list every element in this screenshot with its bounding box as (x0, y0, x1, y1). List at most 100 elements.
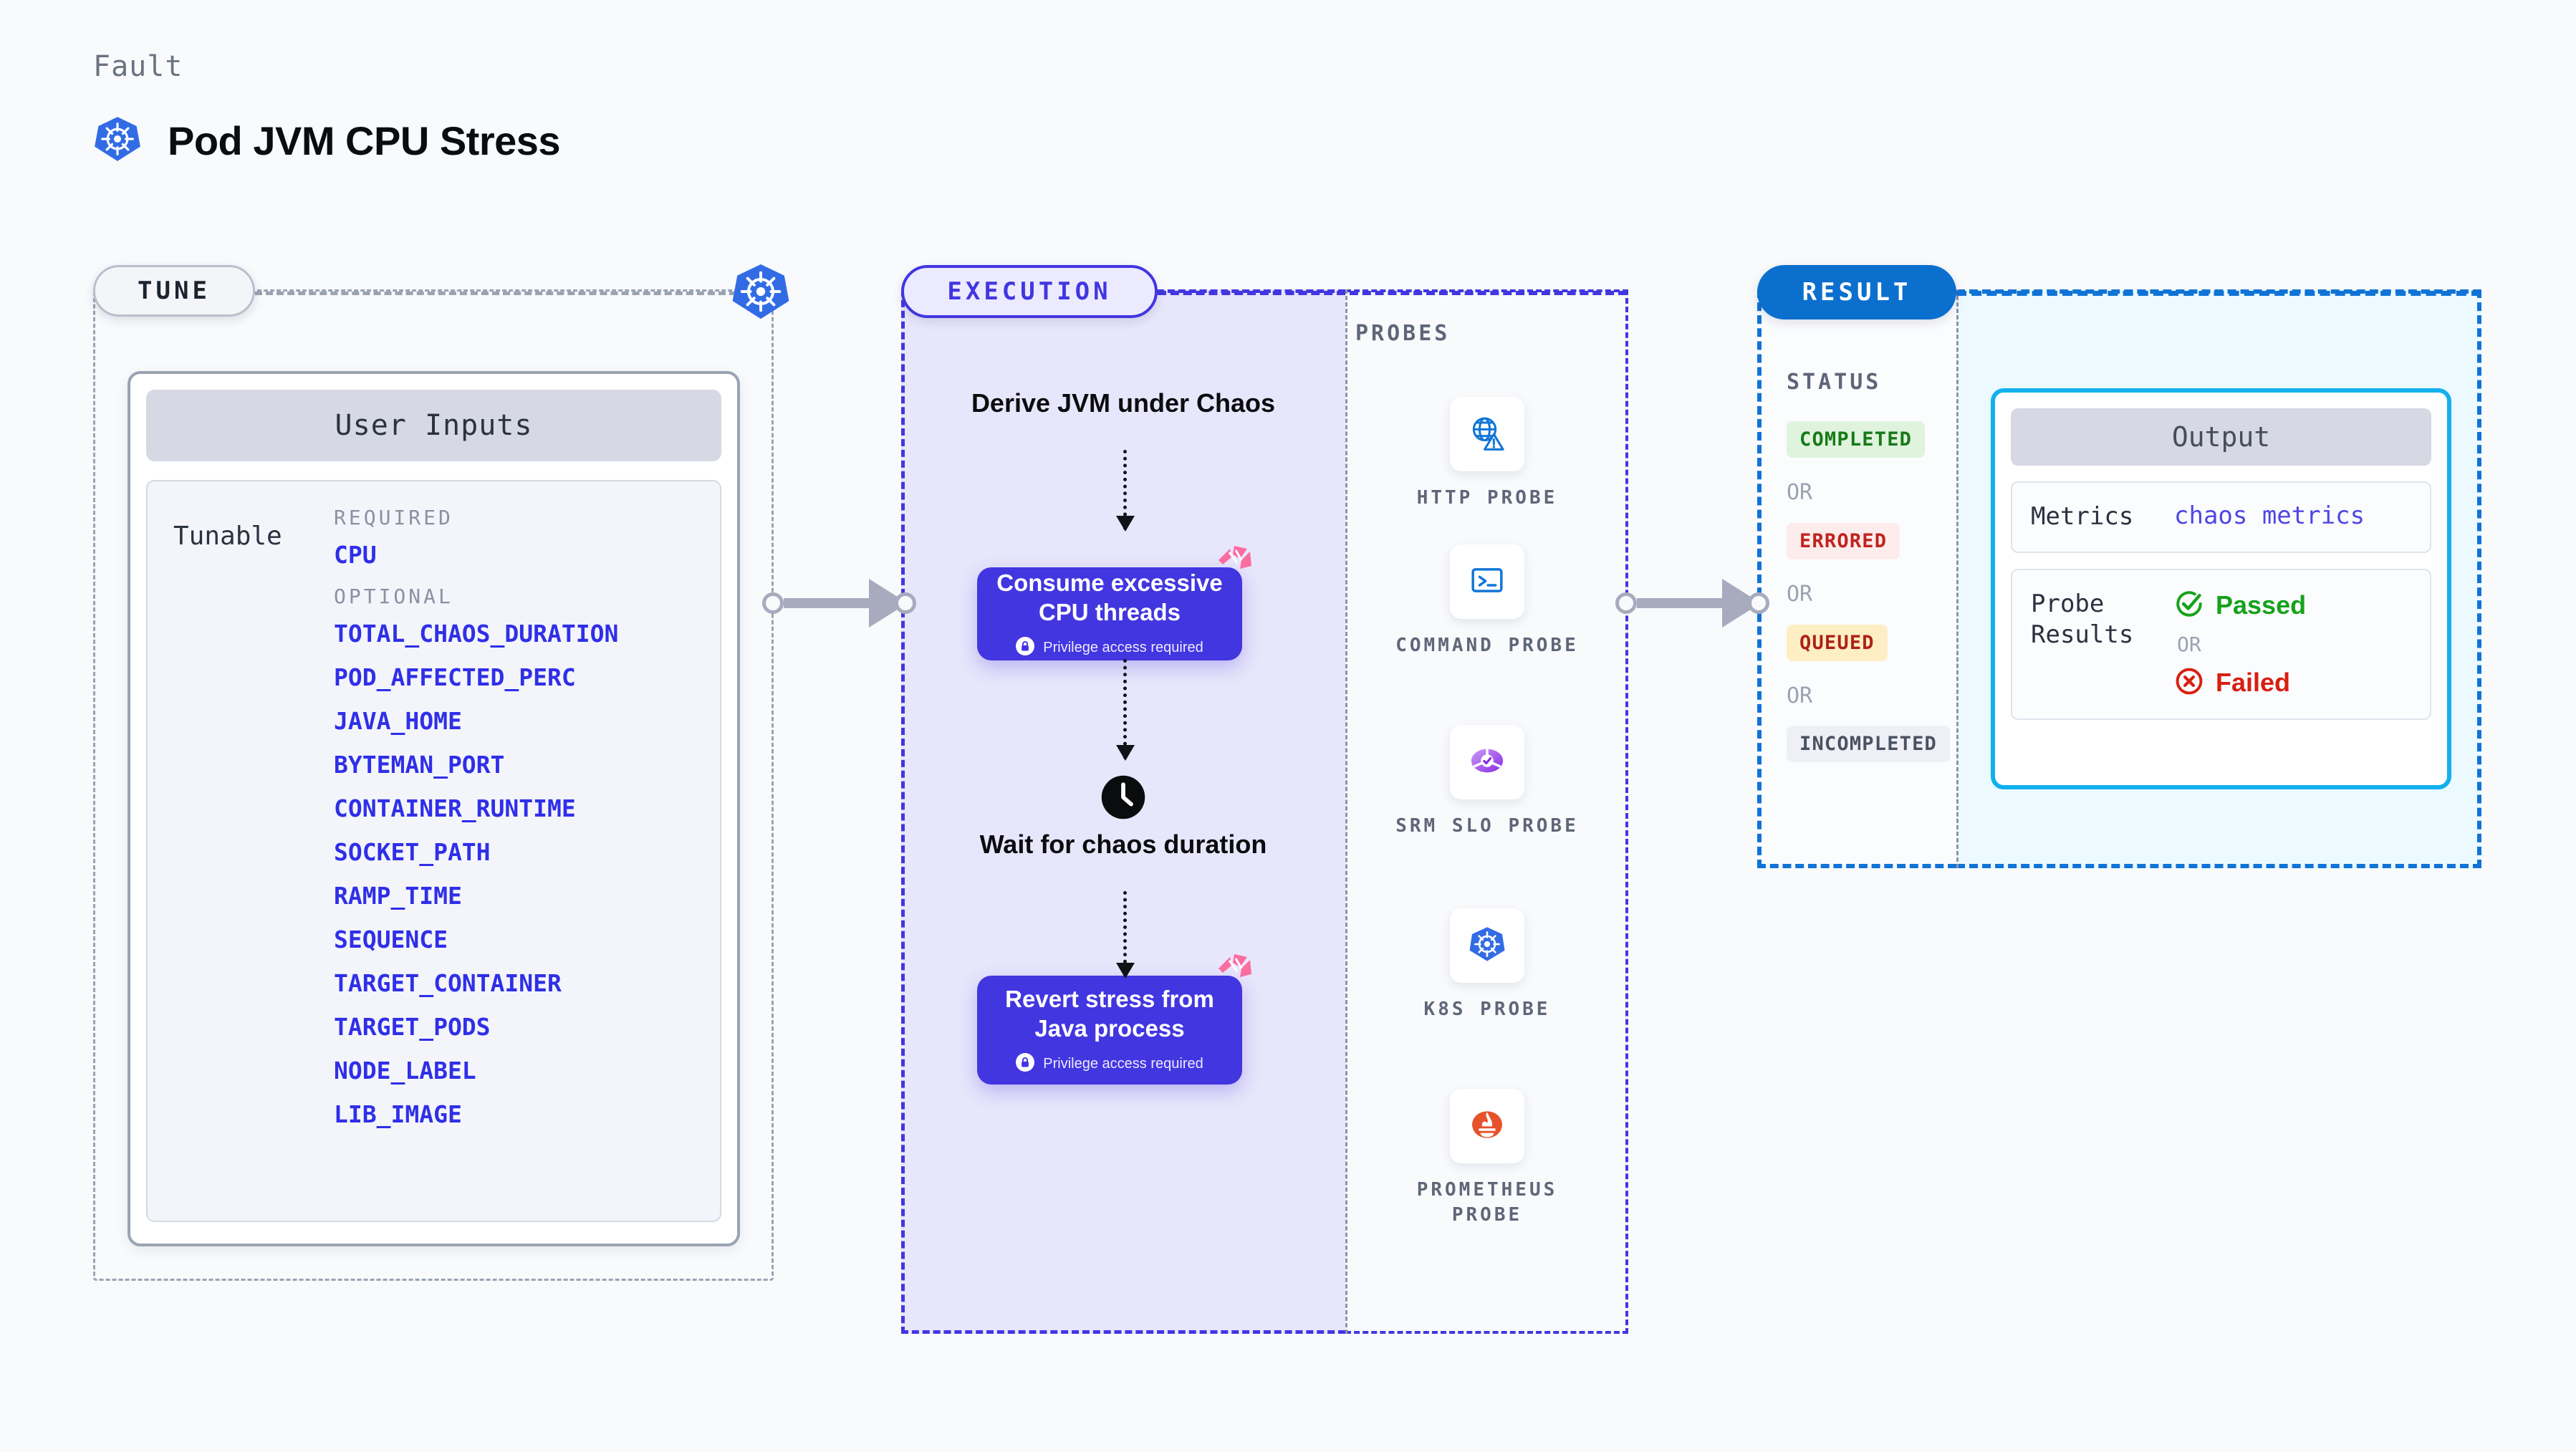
probe-label: K8S PROBE (1423, 999, 1551, 1020)
param-target-container[interactable]: TARGET_CONTAINER (334, 969, 562, 997)
lock-icon (1016, 1052, 1035, 1075)
output-probe-results-value: Passed OR Failed (2174, 589, 2306, 700)
kubernetes-platform-badge-icon (731, 261, 791, 322)
privilege-note: Privilege access required (1016, 1052, 1203, 1075)
param-socket-path[interactable]: SOCKET_PATH (334, 838, 491, 866)
result-leader-line (1956, 291, 2481, 296)
user-inputs-body: Tunable REQUIRED CPU OPTIONAL TOTAL_CHAO… (146, 480, 721, 1222)
execution-step-derive-jvm: Derive JVM under Chaos (971, 388, 1276, 418)
param-byteman-port[interactable]: BYTEMAN_PORT (334, 751, 505, 779)
harness-logo-icon (1216, 953, 1253, 987)
param-container-runtime[interactable]: CONTAINER_RUNTIME (334, 794, 576, 822)
slo-gauge-icon (1467, 741, 1507, 784)
privilege-note-text: Privilege access required (1043, 639, 1203, 655)
execution-block-revert-stress[interactable]: Revert stress from Java process Privileg… (977, 976, 1242, 1085)
probes-section-label: PROBES (1355, 321, 1451, 346)
output-title: Output (2011, 408, 2431, 466)
execution-leader-line (1158, 291, 1627, 295)
probe-label: SRM SLO PROBE (1395, 815, 1579, 837)
probe-result-or-separator: OR (2177, 632, 2201, 656)
section-pill-result[interactable]: RESULT (1757, 265, 1956, 319)
terminal-icon (1467, 560, 1507, 604)
param-node-label[interactable]: NODE_LABEL (334, 1057, 476, 1085)
output-metrics-value[interactable]: chaos metrics (2174, 501, 2365, 530)
probes-divider (1345, 289, 1347, 1334)
param-lib-image[interactable]: LIB_IMAGE (334, 1100, 462, 1128)
lock-icon (1016, 636, 1035, 659)
prometheus-icon (1467, 1105, 1507, 1148)
probe-result-passed-label: Passed (2216, 590, 2307, 620)
privilege-note-text: Privilege access required (1043, 1055, 1203, 1072)
output-probe-results-row: Probe Results Passed OR (2011, 568, 2431, 720)
section-pill-tune[interactable]: TUNE (93, 265, 255, 317)
param-cpu[interactable]: CPU (334, 541, 377, 569)
tune-column-region (93, 289, 774, 1281)
connector-start-dot (762, 592, 784, 614)
x-circle-icon (2174, 666, 2204, 700)
probe-tile (1450, 908, 1524, 983)
globe-warning-icon (1467, 413, 1507, 456)
connector-end-dot (1748, 592, 1769, 614)
optional-group-label: OPTIONAL (334, 585, 453, 608)
required-group-label: REQUIRED (334, 506, 453, 529)
param-target-pods[interactable]: TARGET_PODS (334, 1013, 491, 1041)
probe-tile (1450, 397, 1524, 471)
page-title: Pod JVM CPU Stress (168, 118, 561, 163)
probe-item-command[interactable]: COMMAND PROBE (1387, 544, 1587, 658)
param-ramp-time[interactable]: RAMP_TIME (334, 882, 462, 910)
probe-result-failed: Failed (2174, 666, 2306, 700)
user-inputs-title: User Inputs (146, 390, 721, 461)
flow-arrow-icon (1116, 891, 1135, 979)
probe-item-srm-slo[interactable]: SRM SLO PROBE (1387, 725, 1587, 839)
tune-leader-line (255, 292, 736, 295)
execution-block-title: Revert stress from Java process (1005, 986, 1214, 1042)
status-badge-errored: ERRORED (1787, 523, 1900, 559)
connector-execution-to-result (1615, 579, 1769, 628)
kubernetes-icon (93, 115, 142, 167)
probe-tile (1450, 725, 1524, 799)
probe-item-http[interactable]: HTTP PROBE (1387, 397, 1587, 511)
connector-start-dot (1615, 592, 1637, 614)
probe-label: COMMAND PROBE (1395, 635, 1579, 656)
execution-block-consume-cpu[interactable]: Consume excessive CPU threads Privilege … (977, 567, 1242, 660)
status-or-separator: OR (1787, 480, 1813, 505)
check-circle-icon (2174, 589, 2204, 622)
tunable-param-list: REQUIRED CPU OPTIONAL TOTAL_CHAOS_DURATI… (334, 506, 720, 1221)
param-java-home[interactable]: JAVA_HOME (334, 707, 462, 735)
probe-tile (1450, 544, 1524, 619)
probe-result-passed: Passed (2174, 589, 2306, 622)
probe-result-failed-label: Failed (2216, 668, 2291, 698)
output-metrics-row: Metrics chaos metrics (2011, 481, 2431, 553)
probe-label: PROMETHEUS PROBE (1416, 1179, 1558, 1226)
section-pill-execution[interactable]: EXECUTION (901, 265, 1158, 318)
status-badge-completed: COMPLETED (1787, 421, 1926, 458)
output-probe-results-label: Probe Results (2031, 589, 2134, 650)
status-badge-incompleted: INCOMPLETED (1787, 726, 1951, 762)
probe-tile (1450, 1089, 1524, 1163)
harness-logo-icon (1216, 544, 1253, 579)
probe-item-prometheus[interactable]: PROMETHEUS PROBE (1387, 1089, 1587, 1228)
output-metrics-label: Metrics (2031, 502, 2134, 531)
status-badge-queued: QUEUED (1787, 625, 1888, 661)
kubernetes-icon (1467, 924, 1507, 968)
param-sequence[interactable]: SEQUENCE (334, 925, 448, 953)
privilege-note: Privilege access required (1016, 636, 1203, 659)
page-title-row: Pod JVM CPU Stress (93, 115, 561, 167)
flow-arrow-icon (1116, 659, 1135, 761)
connector-line (784, 598, 870, 608)
connector-line (1637, 598, 1724, 608)
flow-arrow-icon (1116, 450, 1135, 532)
connector-end-dot (895, 592, 916, 614)
connector-tune-to-execution (762, 579, 916, 628)
probe-label: HTTP PROBE (1416, 487, 1558, 509)
param-pod-affected-perc[interactable]: POD_AFFECTED_PERC (334, 663, 576, 691)
fault-eyebrow-label: Fault (93, 50, 183, 83)
param-total-chaos-duration[interactable]: TOTAL_CHAOS_DURATION (334, 620, 619, 648)
probe-item-k8s[interactable]: K8S PROBE (1387, 908, 1587, 1022)
clock-icon (1100, 774, 1147, 821)
output-card: Output Metrics chaos metrics Probe Resul… (1991, 388, 2451, 789)
status-section-label: STATUS (1787, 370, 1882, 395)
status-or-separator: OR (1787, 582, 1813, 607)
execution-step-wait-duration: Wait for chaos duration (979, 830, 1267, 859)
